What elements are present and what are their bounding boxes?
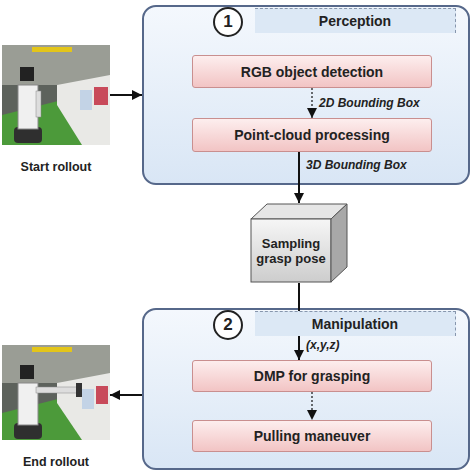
counter: [57, 373, 110, 440]
process-box: RGB object detection: [192, 55, 432, 88]
photo-caption: Start rollout: [2, 159, 110, 175]
edge-label: 2D Bounding Box: [319, 95, 420, 111]
stage-panel: Manipulation 2DMP for graspingPulling man…: [142, 308, 470, 470]
end-photo: [2, 345, 110, 440]
cube-side: [331, 204, 347, 282]
photo-caption: End rollout: [2, 454, 110, 470]
photo-panel: Start rollout: [2, 45, 110, 175]
process-label: Pulling maneuver: [254, 428, 371, 444]
cube-front: [251, 219, 331, 282]
process-box: DMP for grasping: [192, 360, 432, 392]
towel: [94, 87, 108, 105]
edge-label: (x,y,z): [306, 337, 340, 353]
process-cube: Sampling grasp pose: [250, 203, 348, 283]
robot-arm: [36, 387, 78, 393]
robot-head: [20, 67, 34, 81]
photo-background: [2, 45, 110, 145]
towel: [96, 386, 108, 404]
caution-tape: [32, 47, 72, 52]
robot-body: [18, 383, 38, 425]
process-label: Point-cloud processing: [234, 127, 390, 143]
robot-body: [18, 85, 38, 129]
process-label: Sampling grasp pose: [250, 219, 332, 283]
cube-top: [251, 204, 347, 219]
photo-background: [2, 345, 110, 440]
process-label: DMP for grasping: [254, 368, 370, 384]
flow-arrow: [110, 94, 142, 96]
flow-arrow: [110, 394, 142, 396]
edge-label: 3D Bounding Box: [306, 157, 407, 173]
robot-head: [20, 365, 34, 379]
towel: [82, 389, 94, 409]
photo-panel: End rollout: [2, 345, 110, 470]
robot-arm: [36, 91, 41, 117]
callout-number: 1: [223, 12, 232, 32]
process-label: RGB object detection: [241, 64, 383, 80]
panel-header: Perception: [255, 8, 456, 33]
process-box: Pulling maneuver: [192, 420, 432, 452]
callout-number: 2: [223, 315, 232, 335]
step-number: 1: [213, 7, 243, 37]
caution-tape: [32, 347, 72, 352]
towel: [80, 90, 92, 110]
counter: [57, 75, 110, 145]
start-photo: [2, 45, 110, 145]
robot-gripper: [76, 383, 82, 397]
panel-header: Manipulation: [255, 311, 456, 336]
process-box: Point-cloud processing: [192, 118, 432, 152]
step-number: 2: [213, 310, 243, 340]
